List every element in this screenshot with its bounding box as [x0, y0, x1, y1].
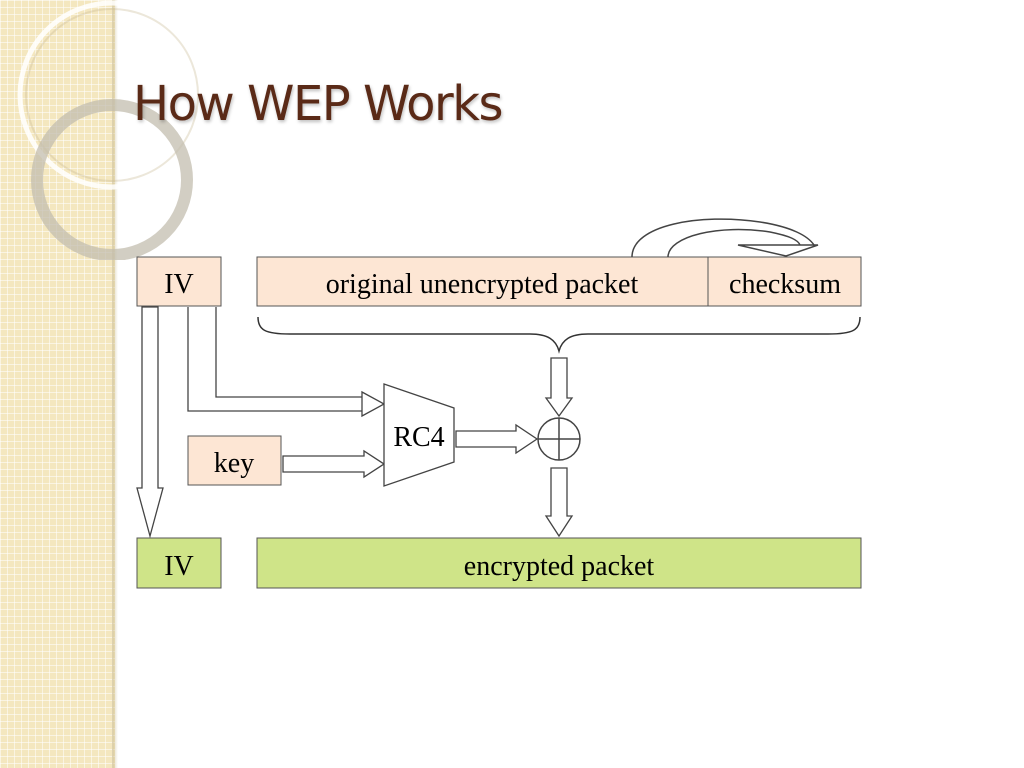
encrypted-packet-box [256, 537, 862, 589]
arrow-xor-to-output [544, 467, 574, 538]
packet-brace [257, 316, 861, 354]
sidebar-shadow [112, 0, 118, 768]
checksum-arrowhead [737, 244, 819, 257]
arrow-iv-down [136, 306, 164, 539]
checksum-curve-outer [631, 218, 815, 258]
encrypted-packet-label: encrypted packet [464, 551, 655, 582]
checksum-curve-inner [667, 228, 801, 258]
arrow-rc4-to-xor [455, 423, 539, 455]
iv-label-bottom: IV [164, 551, 194, 582]
arrow-key-to-rc4 [282, 449, 386, 479]
iv-box-bottom [136, 537, 222, 589]
iv-line-left [187, 307, 362, 412]
iv-line-right [215, 307, 362, 398]
key-label: key [214, 448, 254, 479]
arrow-iv-to-rc4-head [361, 390, 386, 418]
decorative-ring-large [17, 0, 207, 190]
iv-box-top [136, 256, 222, 307]
arrow-brace-to-xor [544, 357, 574, 418]
decorative-rings [17, 0, 207, 260]
slide-title: How WEP Works [133, 76, 504, 132]
checksum-box [707, 256, 862, 307]
iv-label-top: IV [164, 269, 194, 300]
rc4-block [383, 383, 455, 487]
decorative-ring-large-inner [25, 8, 199, 182]
checksum-label: checksum [729, 269, 841, 300]
packet-label: original unencrypted packet [326, 269, 639, 300]
packet-box [256, 256, 709, 307]
key-box [187, 435, 282, 486]
rc4-label: RC4 [393, 422, 444, 453]
decorative-ring-small [31, 99, 193, 260]
